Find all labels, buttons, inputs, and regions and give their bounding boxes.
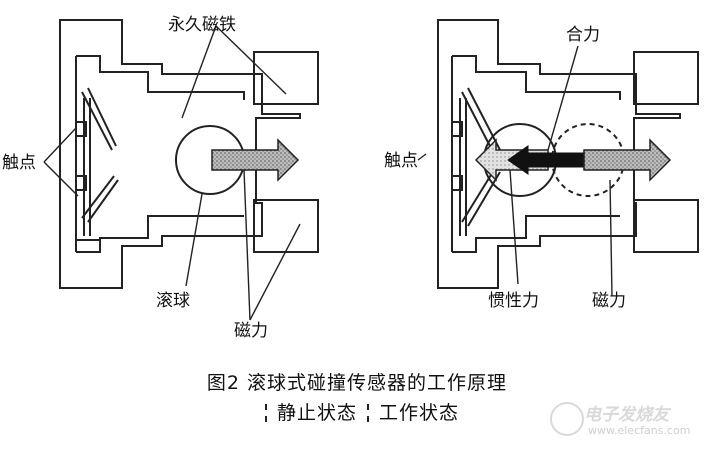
- leader-magnet-1: [181, 25, 217, 119]
- upper-contact-spring-right: [461, 91, 493, 151]
- channel-bottom-right: [452, 215, 620, 253]
- magnet-bottom-right: [633, 199, 699, 253]
- housing-outline: [59, 19, 301, 289]
- state-working-label: 工作状态: [379, 402, 460, 424]
- upper-contact-spring-right-2: [467, 87, 501, 151]
- leader-contact-right: [417, 153, 427, 161]
- leader-ball: [185, 193, 203, 287]
- contact-nub-top-right: [451, 121, 463, 137]
- label-ball: 滚球: [156, 291, 190, 311]
- state-static-label: 静止状态: [276, 402, 357, 424]
- watermark-url: www.elecfans.com: [588, 424, 691, 437]
- divider-mark: [264, 404, 267, 422]
- figure-caption-title: 图2 滚球式碰撞传感器的工作原理: [206, 372, 508, 394]
- label-contact-right: 触点: [384, 151, 418, 171]
- channel-top-right: [452, 55, 621, 100]
- watermark-name: 电子发烧友: [584, 405, 669, 425]
- magnet-bottom: [253, 199, 319, 253]
- leader-force-1: [243, 169, 251, 321]
- channel-bottom: [76, 215, 244, 253]
- label-resultant: 合力: [566, 25, 600, 45]
- leader-force-2: [249, 223, 301, 321]
- leader-resultant: [547, 45, 579, 151]
- label-force-right: 磁力: [592, 291, 626, 311]
- magnetic-force-arrow: [211, 138, 300, 182]
- magnet-top-right: [633, 51, 699, 105]
- contact-nub-bottom-right: [451, 175, 463, 191]
- label-contact-left: 触点: [2, 153, 36, 173]
- contact-nub-bottom: [75, 175, 87, 191]
- lower-contact-spring-2: [87, 179, 119, 223]
- left-leader-lines: [43, 25, 301, 321]
- label-inertia: 惯性力: [488, 291, 539, 311]
- magnetic-force-arrow-right: [583, 138, 672, 182]
- label-force-left: 磁力: [234, 321, 268, 341]
- leader-force-right: [609, 179, 613, 297]
- channel-top: [76, 55, 245, 100]
- leader-magnet-2: [215, 25, 287, 95]
- label-permanent-magnet: 永久磁铁: [168, 15, 236, 35]
- right-leader-lines: [417, 45, 613, 297]
- magnet-top: [253, 51, 319, 105]
- upper-contact-spring-2: [87, 87, 117, 147]
- lower-contact-spring-right-2: [467, 171, 501, 227]
- leader-contact-1: [43, 127, 77, 163]
- watermark-logo-icon: [550, 402, 584, 436]
- lower-contact-spring: [81, 175, 115, 219]
- watermark: 电子发烧友 www.elecfans.com: [546, 400, 696, 442]
- leader-inertia: [509, 169, 519, 285]
- housing-outline-right: [437, 19, 681, 289]
- leader-contact-2: [43, 161, 79, 197]
- divider-mark-2: [367, 404, 369, 422]
- figure-caption-states: 静止状态工作状态: [0, 398, 714, 425]
- upper-contact-spring: [81, 91, 113, 151]
